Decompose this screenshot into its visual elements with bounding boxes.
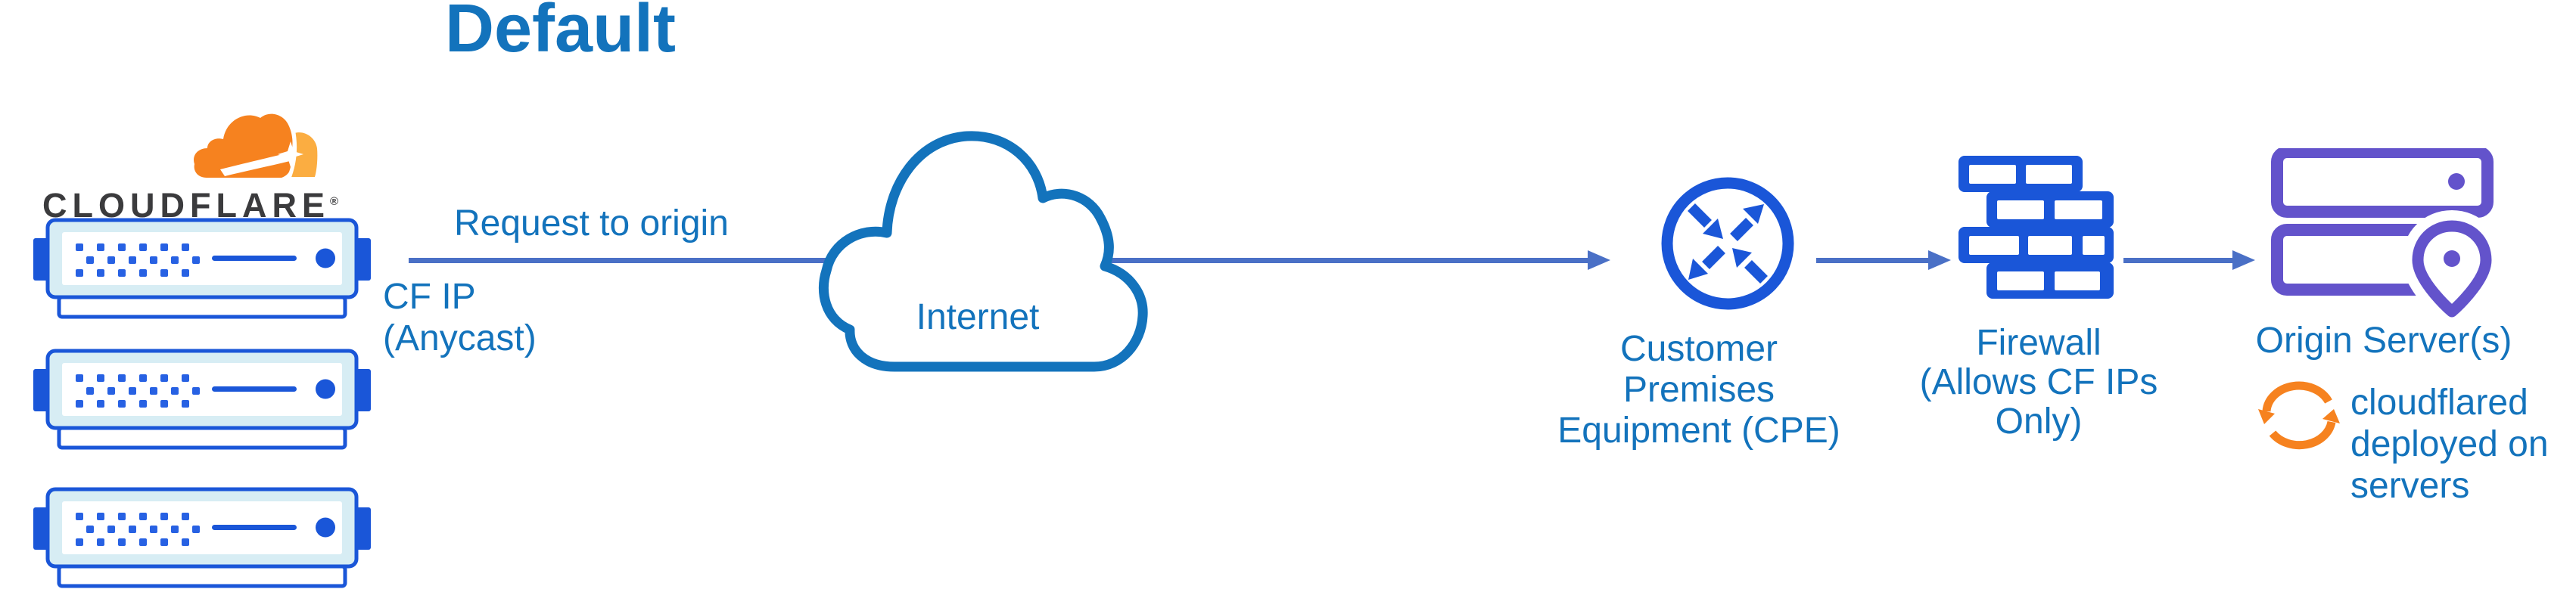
server-rack-icon xyxy=(32,487,372,589)
request-arrowhead xyxy=(1588,250,1610,270)
firewall-label: Firewall (Allows CF IPs Only) xyxy=(1919,323,2158,442)
firewall-to-origin-arrowhead xyxy=(2232,250,2255,270)
request-to-origin-label: Request to origin xyxy=(454,203,729,243)
cloudflare-logo-icon xyxy=(194,113,318,181)
firewall-to-origin-line xyxy=(2123,258,2234,263)
cpe-router-icon xyxy=(1661,177,1794,310)
cf-ip-anycast-label: CF IP (Anycast) xyxy=(383,277,537,358)
cpe-to-firewall-arrowhead xyxy=(1928,250,1951,270)
cloudflare-wordmark-text: CLOUDFLARE xyxy=(42,186,330,225)
internet-cloud-icon xyxy=(818,131,1148,372)
cloudflared-note: cloudflared deployed on servers xyxy=(2350,383,2549,506)
cpe-to-firewall-line xyxy=(1816,258,1930,263)
origin-servers-icon xyxy=(2271,148,2494,324)
sync-arrows-icon xyxy=(2258,381,2340,450)
server-rack-icon xyxy=(32,218,372,320)
firewall-icon xyxy=(1958,156,2114,299)
internet-label: Internet xyxy=(916,297,1040,337)
registered-mark: ® xyxy=(329,195,339,208)
origin-servers-label: Origin Server(s) xyxy=(2255,321,2512,361)
cpe-label: Customer Premises Equipment (CPE) xyxy=(1557,329,1840,451)
diagram-title: Default xyxy=(445,0,677,67)
server-rack-icon xyxy=(32,349,372,451)
cloudflare-wordmark: CLOUDFLARE® xyxy=(42,186,368,222)
